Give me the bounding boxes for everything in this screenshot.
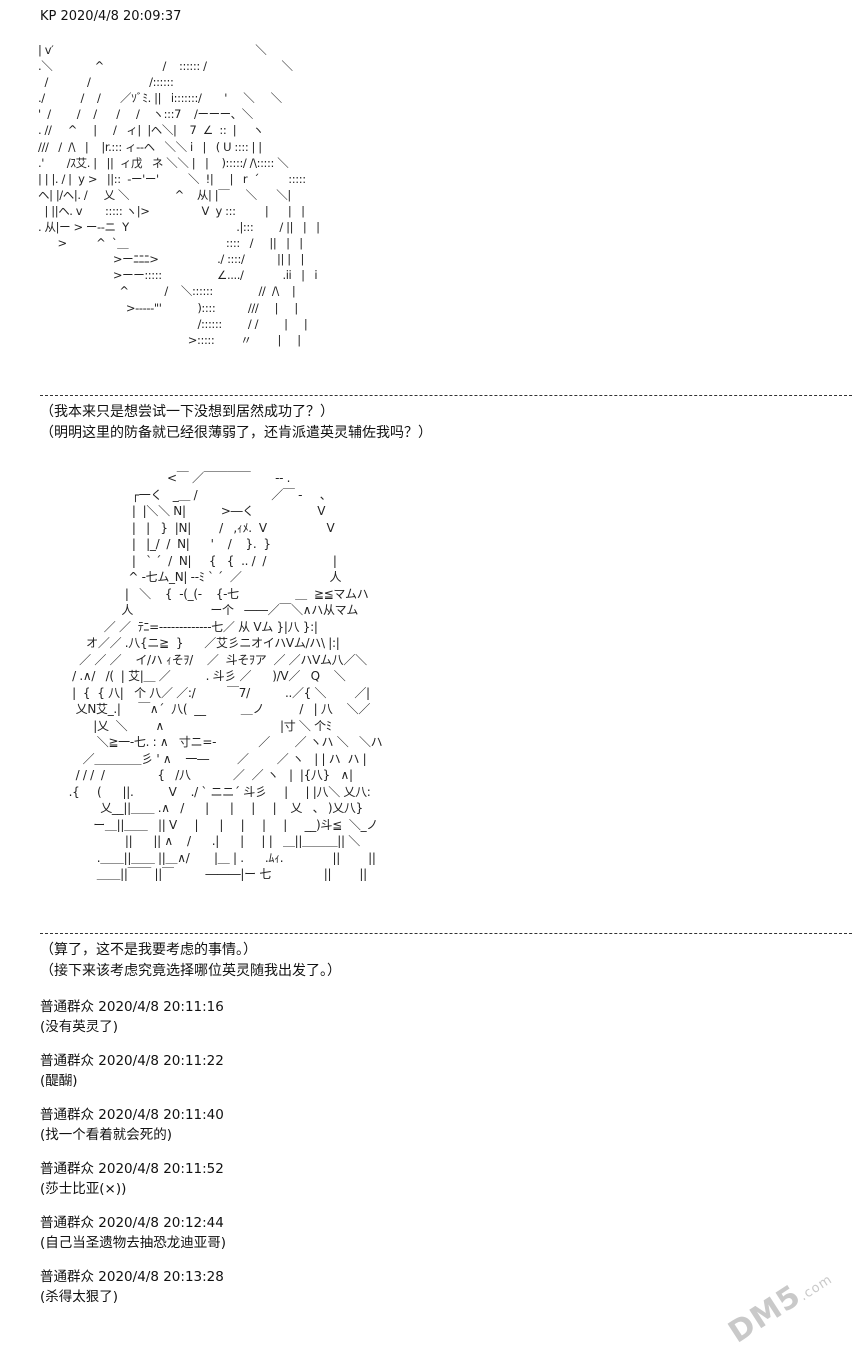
watermark-sub: .com — [797, 1272, 836, 1305]
ascii-art-summon: <￣ ／￣￣￣￣ -- . ┌一く _＿ / ／￣ - 、 | |＼＼ N| >… — [68, 471, 383, 881]
post-header: KP 2020/4/8 20:09:37 — [40, 9, 182, 24]
comment-meta: 普通群众 2020/4/8 20:13:28 — [40, 1269, 224, 1285]
divider-1 — [40, 395, 852, 396]
narration-line: （接下来该考虑究竟选择哪位英灵随我出发了。） — [40, 963, 341, 979]
comment: 普通群众 2020/4/8 20:13:28 (杀得太狠了) — [40, 1267, 224, 1307]
narration-2: （算了，这不是我要考虑的事情。） （接下来该考虑究竟选择哪位英灵随我出发了。） — [40, 940, 341, 982]
comment-meta: 普通群众 2020/4/8 20:11:22 — [40, 1053, 224, 1069]
comment-body: (醍醐) — [40, 1073, 78, 1089]
comment-body: (找一个看着就会死的) — [40, 1127, 173, 1143]
comment-body: (自己当圣遗物去抽恐龙迪亚哥) — [40, 1235, 227, 1251]
ascii-art-portrait: | v′ ＼ .＼ ^ / :::::: / ＼ / / /:::::: ./ … — [38, 43, 320, 347]
site-watermark: DM5.com — [723, 1259, 838, 1350]
narration-1: （我本来只是想尝试一下没想到居然成功了？） （明明这里的防备就已经很薄弱了，还肯… — [40, 402, 432, 444]
comment: 普通群众 2020/4/8 20:11:16 (没有英灵了) — [40, 997, 224, 1037]
comment: 普通群众 2020/4/8 20:11:40 (找一个看着就会死的) — [40, 1105, 224, 1145]
comment-body: (没有英灵了) — [40, 1019, 119, 1035]
comment-body: (莎士比亚(×)) — [40, 1181, 127, 1197]
comment-meta: 普通群众 2020/4/8 20:11:40 — [40, 1107, 224, 1123]
comment-body: (杀得太狠了) — [40, 1289, 119, 1305]
comment-meta: 普通群众 2020/4/8 20:11:16 — [40, 999, 224, 1015]
comment-meta: 普通群众 2020/4/8 20:11:52 — [40, 1161, 224, 1177]
comment: 普通群众 2020/4/8 20:12:44 (自己当圣遗物去抽恐龙迪亚哥) — [40, 1213, 226, 1253]
divider-2 — [40, 933, 852, 934]
narration-line: （我本来只是想尝试一下没想到居然成功了？） — [40, 404, 334, 420]
narration-line: （算了，这不是我要考虑的事情。） — [40, 942, 257, 958]
comment-meta: 普通群众 2020/4/8 20:12:44 — [40, 1215, 224, 1231]
narration-line: （明明这里的防备就已经很薄弱了，还肯派遣英灵辅佐我吗？） — [40, 425, 432, 441]
watermark-main: DM5 — [722, 1278, 808, 1350]
comment: 普通群众 2020/4/8 20:11:22 (醍醐) — [40, 1051, 224, 1091]
comment: 普通群众 2020/4/8 20:11:52 (莎士比亚(×)) — [40, 1159, 224, 1199]
